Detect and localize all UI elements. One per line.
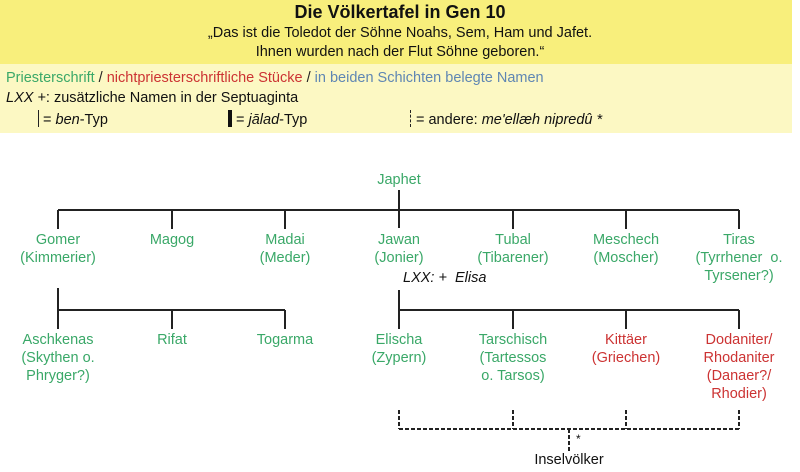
thin-line-icon [38,110,39,127]
node-aschkenas: Aschkenas(Skythen o.Phryger?) [21,332,95,384]
legend-both-layers: in beiden Schichten belegte Namen [314,70,544,86]
legend-separator: / [98,70,103,86]
lxx-note: LXX: + Elisa [403,270,487,286]
legend-band [0,64,792,133]
legend-lxx: LXX +: zusätzliche Namen in der Septuagi… [6,90,298,106]
header-band [0,0,792,64]
legend-sources: Priesterschrift / nichtpriesterschriftli… [6,70,544,86]
asterisk-marker: * [576,432,581,446]
node-tubal: Tubal(Tibarener) [477,232,549,266]
node-tiras: Tiras(Tyrrhener o.Tyrsener?) [695,232,783,284]
node-jawan: Jawan(Jonier) [374,232,424,266]
lxx-text: : zusätzliche Namen in der Septuaginta [45,90,299,106]
node-kittaer: Kittäer(Griechen) [591,332,661,366]
node-meschech: Meschech(Moscher) [592,232,660,266]
legend-jalad-type: = jālad-Typ [228,110,307,128]
node-togarma: Togarma [256,332,314,348]
legend-separator: / [306,70,311,86]
quote-line-2: Ihnen wurden nach der Flut Söhne geboren… [255,44,545,60]
node-rifat: Rifat [157,332,187,348]
page-title: Die Völkertafel in Gen 10 [294,2,506,22]
node-madai: Madai(Meder) [259,232,311,266]
thick-line-icon [228,110,232,127]
legend-priesterschrift: Priesterschrift [6,70,95,86]
node-magog: Magog [149,232,195,248]
quote-line-1: „Das ist die Toledot der Söhne Noahs, Se… [207,25,593,41]
legend-other-type: = andere: me'ellæh nipredû * [410,110,602,128]
legend-ben-type: = ben-Typ [38,110,108,128]
legend-nichtpriesterschrift: nichtpriesterschriftliche Stücke [106,70,303,86]
dashed-line-icon [410,110,411,127]
node-japhet: Japhet [377,172,421,188]
lxx-key: LXX + [6,90,46,106]
node-dodaniter: Dodaniter/Rhodaniter(Danaer?/Rhodier) [703,332,775,402]
node-inselvoelker: Inselvölker [534,452,604,468]
node-elischa: Elischa(Zypern) [371,332,427,366]
node-gomer: Gomer(Kimmerier) [20,232,96,266]
